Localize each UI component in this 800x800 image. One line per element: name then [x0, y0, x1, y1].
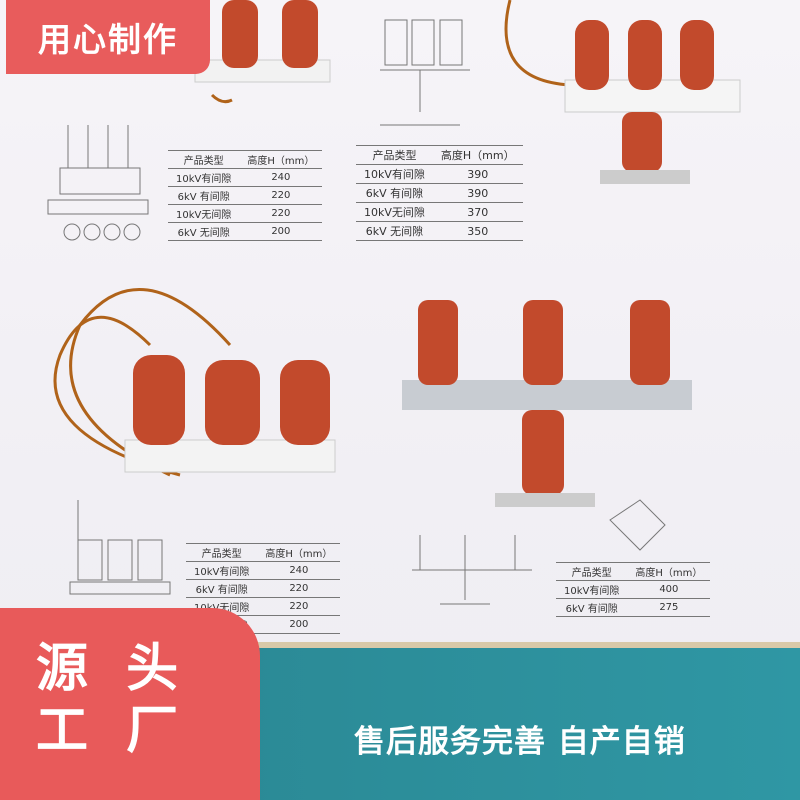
arrester-middle-left — [53, 288, 336, 477]
table-header: 高度H（mm） — [432, 145, 523, 165]
badge-line-1: 源 头 — [36, 639, 189, 699]
dimension-drawing-1 — [47, 125, 149, 241]
dimension-drawing-4 — [412, 499, 666, 605]
table-header: 高度H（mm） — [257, 543, 341, 562]
slogan-banner — [238, 648, 800, 800]
badge-top: 用心制作 — [6, 0, 210, 74]
table-header: 产品类型 — [186, 543, 258, 562]
table-header: 产品类型 — [356, 145, 433, 165]
arrester-right — [402, 300, 692, 507]
table-header: 高度H（mm） — [239, 150, 323, 169]
source-factory-badge: 源 头 工 厂 — [0, 608, 260, 800]
table-header: 高度H（mm） — [627, 562, 711, 581]
arrester-top-right — [504, 0, 741, 184]
divider-band — [238, 642, 800, 650]
table-header: 产品类型 — [556, 562, 628, 581]
dimension-drawing-2 — [380, 19, 470, 126]
dimension-drawing-3 — [69, 500, 171, 595]
table-header: 产品类型 — [168, 150, 240, 169]
badge-line-2: 工 厂 — [36, 701, 189, 761]
slogan-text: 售后服务完善 自产自销 — [354, 724, 686, 760]
